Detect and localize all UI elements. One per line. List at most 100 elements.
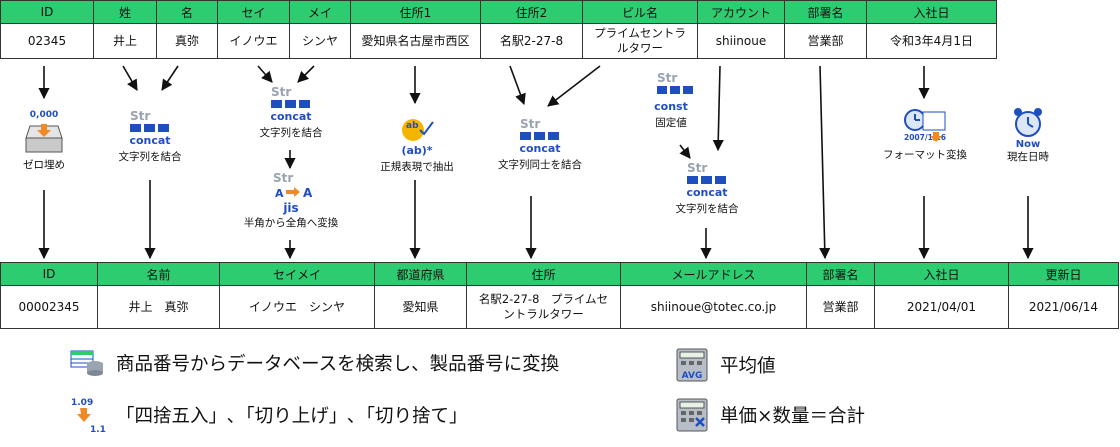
target-header-hire-date: 入社日 (874, 262, 1009, 286)
target-header-id: ID (0, 262, 98, 286)
svg-text:concat: concat (270, 110, 311, 123)
concat-name-node: Str concat 文字列を結合 (104, 108, 196, 164)
target-header-name: 名前 (97, 262, 220, 286)
source-cell-address2: 名駅2-27-8 (480, 23, 583, 59)
source-header-first-kana: メイ (289, 0, 351, 24)
source-cell-department: 営業部 (784, 23, 867, 59)
svg-text:1.09: 1.09 (71, 398, 93, 408)
jis-label: 半角から全角へ変換 (243, 217, 339, 229)
target-header-email: メールアドレス (620, 262, 807, 286)
svg-text:Str: Str (657, 71, 677, 85)
avg-calculator-icon: AVG (676, 348, 708, 382)
svg-text:Str: Str (271, 85, 291, 99)
legend-rounding: 1.09 1.1 「四捨五入」､「切り上げ」､「切り捨て」 (70, 396, 468, 435)
concat-kana-label: 文字列を結合 (259, 127, 323, 139)
now-node: Now 現在日時 (990, 106, 1066, 164)
source-cell-hire-date: 令和3年4月1日 (866, 23, 997, 59)
legend-rounding-label: 「四捨五入」､「切り上げ」､「切り捨て」 (116, 406, 468, 427)
target-cell-department: 営業部 (806, 285, 875, 329)
legend-average: AVG 平均値 (676, 348, 776, 382)
concat-address-node: Str concat 文字列同士を結合 (480, 116, 600, 172)
target-cell-name: 井上 真弥 (97, 285, 220, 329)
svg-text:Str: Str (273, 171, 293, 185)
svg-text:0,000: 0,000 (30, 110, 58, 120)
svg-text:concat: concat (129, 134, 170, 147)
source-cell-first-kana: シンヤ (289, 23, 351, 59)
jis-node: Str A A jis 半角から全角へ変換 (236, 170, 346, 230)
format-date-node: 2007/1/16 フォーマット変換 (870, 106, 980, 162)
target-header-updated: 更新日 (1008, 262, 1119, 286)
source-cell-last-kana: イノウエ (217, 23, 290, 59)
svg-text:ab: ab (406, 121, 419, 131)
target-header-department: 部署名 (806, 262, 875, 286)
concat-address-label: 文字列同士を結合 (498, 159, 582, 171)
source-value-row: 02345 井上 真弥 イノウエ シンヤ 愛知県名古屋市西区 名駅2-27-8 … (0, 23, 997, 59)
target-cell-kana: イノウエ シンヤ (219, 285, 375, 329)
arrow-firstkana-to-concat (297, 65, 315, 83)
arrow-firstname-to-concat (161, 65, 179, 91)
const-node: Str const 固定値 (636, 70, 706, 130)
arrow-lastname-to-concat (122, 65, 138, 91)
arrow-lastkana-to-concat (257, 65, 273, 83)
target-cell-updated: 2021/06/14 (1008, 285, 1119, 329)
svg-text:Now: Now (1016, 139, 1040, 150)
target-cell-hire-date: 2021/04/01 (874, 285, 1009, 329)
svg-text:jis: jis (282, 201, 298, 215)
regex-node: ab (ab)* 正規表現で抽出 (372, 116, 462, 174)
source-cell-first-name: 真弥 (156, 23, 218, 59)
concat-mail-node: Str concat 文字列を結合 (662, 160, 752, 216)
database-table-icon (70, 350, 103, 376)
svg-text:2007/1/16: 2007/1/16 (904, 133, 946, 142)
source-header-id: ID (0, 0, 94, 24)
zero-fill-label: ゼロ埋め (23, 159, 65, 171)
zero-fill-node: 0,000 ゼロ埋め (6, 108, 82, 172)
svg-text:A: A (303, 186, 313, 200)
arrow-address2-to-concat (509, 65, 526, 106)
calculator-icon (676, 398, 708, 432)
concat-name-label: 文字列を結合 (118, 151, 182, 163)
str-jis-icon: Str A A jis (273, 171, 313, 215)
const-label: 固定値 (655, 117, 687, 129)
regex-icon: ab (ab)* (401, 119, 434, 157)
str-concat-icon: Str concat (129, 109, 170, 147)
source-header-address2: 住所2 (480, 0, 583, 24)
source-cell-id: 02345 (0, 23, 94, 59)
concat-kana-node: Str concat 文字列を結合 (246, 84, 336, 140)
svg-text:concat: concat (519, 142, 560, 155)
legend-calc: 単価×数量＝合計 (676, 398, 865, 432)
source-cell-building: プライムセントラルタワー (582, 23, 698, 59)
rounding-icon: 1.09 1.1 (71, 398, 106, 435)
svg-text:1.1: 1.1 (90, 425, 106, 435)
legend-db-lookup: 商品番号からデータベースを検索し、製品番号に変換 (70, 350, 559, 376)
target-cell-address: 名駅2-27-8 プライムセントラルタワー (466, 285, 621, 329)
zero-fill-icon: 0,000 (25, 110, 63, 153)
now-label: 現在日時 (1007, 151, 1049, 163)
source-cell-address1: 愛知県名古屋市西区 (350, 23, 481, 59)
source-header-hire-date: 入社日 (866, 0, 997, 24)
target-header-kana: セイメイ (219, 262, 375, 286)
svg-text:concat: concat (686, 186, 727, 199)
calendar-clock-icon: 2007/1/16 (904, 109, 946, 142)
target-cell-id: 00002345 (0, 285, 98, 329)
str-concat-icon: Str concat (519, 117, 560, 155)
svg-text:const: const (654, 100, 688, 113)
source-header-last-kana: セイ (217, 0, 290, 24)
str-concat-icon: Str concat (686, 161, 727, 199)
concat-mail-label: 文字列を結合 (675, 203, 739, 215)
format-date-label: フォーマット変換 (883, 149, 967, 161)
svg-text:A: A (275, 187, 284, 200)
arrow-department-to-department (819, 65, 831, 260)
arrow-account-to-concat (712, 65, 724, 152)
target-table: ID 名前 セイメイ 都道府県 住所 メールアドレス 部署名 入社日 更新日 0… (0, 262, 1119, 329)
regex-label: 正規表現で抽出 (380, 161, 454, 173)
source-header-account: アカウント (697, 0, 785, 24)
svg-text:AVG: AVG (682, 371, 703, 381)
source-table: ID 姓 名 セイ メイ 住所1 住所2 ビル名 アカウント 部署名 入社日 0… (0, 0, 997, 59)
source-header-department: 部署名 (784, 0, 867, 24)
target-header-row: ID 名前 セイメイ 都道府県 住所 メールアドレス 部署名 入社日 更新日 (0, 262, 1119, 286)
legend-average-label: 平均値 (720, 356, 776, 377)
source-cell-last-name: 井上 (93, 23, 157, 59)
target-value-row: 00002345 井上 真弥 イノウエ シンヤ 愛知県 名駅2-27-8 プライ… (0, 285, 1119, 329)
svg-text:Str: Str (687, 161, 707, 175)
